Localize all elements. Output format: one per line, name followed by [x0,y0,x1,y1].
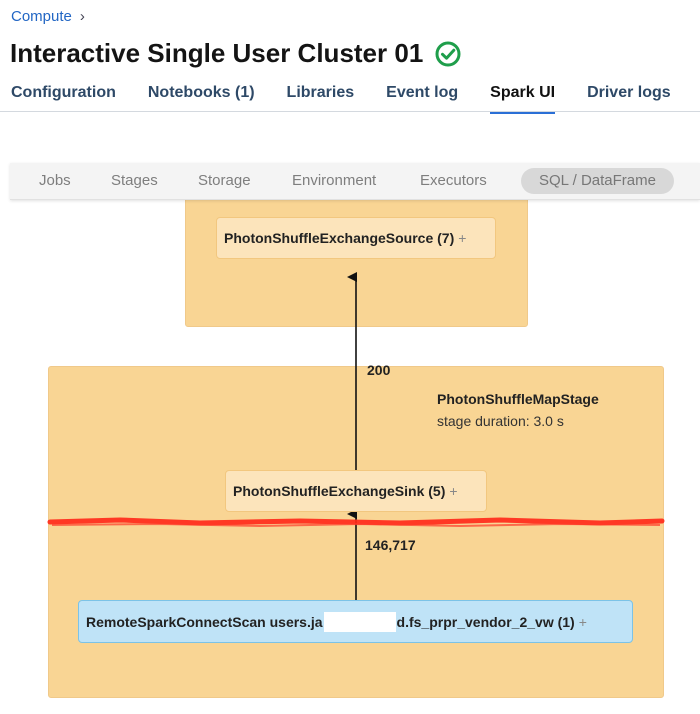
shuffle-exchange-sink-node[interactable]: PhotonShuffleExchangeSink (5) + [225,470,487,512]
spark-nav-storage[interactable]: Storage [198,172,251,189]
spark-nav-sql-dataframe[interactable]: SQL / DataFrame [521,168,674,194]
node-label: PhotonShuffleExchangeSink (5) [233,483,446,499]
status-check-icon [435,41,461,66]
spark-nav-jobs[interactable]: Jobs [39,172,71,189]
tab-driver-logs[interactable]: Driver logs [587,84,671,101]
stage-duration: stage duration: 3.0 s [437,413,564,429]
expand-plus-icon[interactable]: + [458,230,467,246]
tab-notebooks[interactable]: Notebooks (1) [147,84,255,101]
node-label: PhotonShuffleExchangeSource (7) [224,230,455,246]
breadcrumb-compute-link[interactable]: Compute [11,8,72,25]
expand-plus-icon[interactable]: + [578,613,587,630]
scan-label-prefix: RemoteSparkConnectScan users.ja [86,613,323,630]
page-title: Interactive Single User Cluster 01 [10,38,461,69]
chevron-right-icon: › [79,8,85,25]
expand-plus-icon[interactable]: + [449,483,458,499]
cluster-title: Interactive Single User Cluster 01 [10,38,424,68]
spark-nav-stages[interactable]: Stages [111,172,158,189]
spark-ui-navbar: Jobs Stages Storage Environment Executor… [10,163,700,200]
tab-spark-ui[interactable]: Spark UI [490,84,555,114]
remote-spark-connect-scan-node[interactable]: RemoteSparkConnectScan users.ja d.fs_prp… [78,600,633,643]
tabs-divider [0,111,700,112]
scan-label-suffix: d.fs_prpr_vendor_2_vw (1) [396,613,575,630]
spark-nav-environment[interactable]: Environment [292,172,377,189]
shuffle-exchange-source-node[interactable]: PhotonShuffleExchangeSource (7) + [216,217,496,259]
stage-name: PhotonShuffleMapStage [437,391,599,407]
tab-configuration[interactable]: Configuration [11,84,116,101]
spark-nav-executors[interactable]: Executors [420,172,487,189]
cluster-tabs: Configuration Notebooks (1) Libraries Ev… [11,84,700,114]
edge-label-rows-bottom: 146,717 [365,537,416,553]
stage-cluster-shuffle-map [48,366,664,698]
edge-label-rows-top: 200 [367,362,391,378]
redaction-box [323,611,396,632]
tab-event-log[interactable]: Event log [386,84,459,101]
breadcrumb: Compute › [11,8,85,25]
tab-libraries[interactable]: Libraries [286,84,355,101]
